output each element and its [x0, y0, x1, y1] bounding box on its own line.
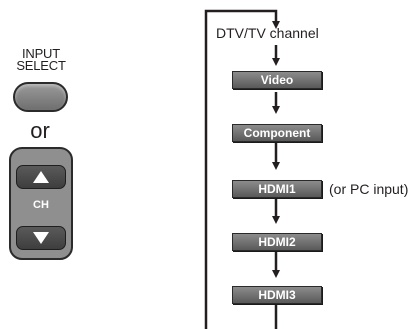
- channel-up-button[interactable]: [16, 165, 66, 189]
- or-label: or: [30, 118, 50, 143]
- hdmi1-note: (or PC input): [329, 181, 409, 197]
- triangle-up-icon: [33, 171, 49, 183]
- input-select-button[interactable]: [13, 82, 68, 112]
- input-select-label-line2: SELECT: [16, 58, 66, 73]
- channel-rocker: CH: [9, 147, 73, 260]
- triangle-down-icon: [33, 232, 49, 244]
- input-select-label-line1: INPUT: [21, 46, 60, 61]
- step-component: Component: [232, 124, 322, 142]
- step-hdmi2: HDMI2: [232, 233, 322, 251]
- dtv-tv-channel-label: DTV/TV channel: [216, 25, 319, 41]
- ch-label: CH: [33, 199, 49, 211]
- loop-back-line: [204, 9, 280, 329]
- step-hdmi3: HDMI3: [232, 286, 322, 304]
- input-select-label: INPUT SELECT: [6, 46, 76, 73]
- step-hdmi1: HDMI1: [232, 180, 322, 198]
- channel-down-button[interactable]: [16, 226, 66, 250]
- step-video: Video: [232, 71, 322, 89]
